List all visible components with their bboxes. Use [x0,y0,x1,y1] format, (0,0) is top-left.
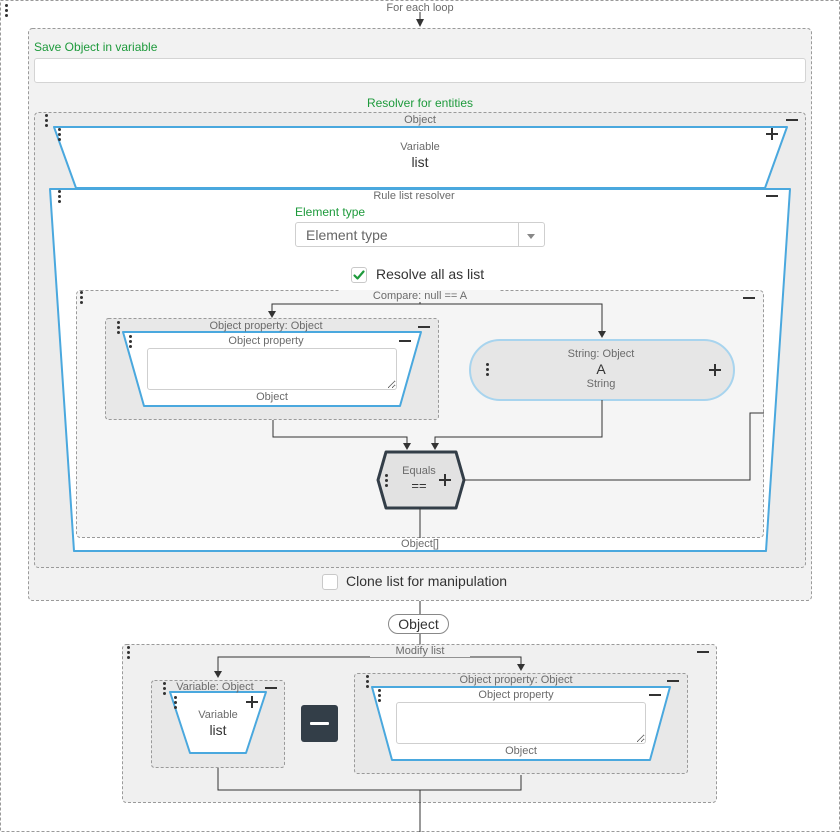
save-variable-input[interactable] [34,58,806,83]
resolver-object-title: Object [404,114,436,126]
minus-operator-button[interactable] [301,705,338,742]
compare-title: Compare: null == A [340,290,500,302]
chevron-down-icon [527,234,535,239]
save-variable-label: Save Object in variable [34,40,158,54]
modify-variable-type: Variable [198,709,238,721]
rule-resolver-output: Object[] [401,538,439,550]
modify-objprop-inner-collapse-icon[interactable] [648,688,662,702]
clone-checkbox[interactable] [322,574,338,590]
string-type: String [586,378,616,390]
modify-objprop-collapse-icon[interactable] [666,674,680,688]
variable-type: Variable [400,141,440,153]
compare-objprop-inner-title: Object property [228,335,304,347]
modify-objprop-input[interactable] [396,702,646,744]
compare-objprop-input[interactable] [147,348,397,390]
modify-variable-add-icon[interactable] [245,695,259,709]
compare-objprop-type: Object [256,391,288,403]
rule-resolver-title: Rule list resolver [373,190,455,202]
modify-variable-inner-menu-icon[interactable] [174,696,178,710]
modify-title: Modify list [370,645,470,657]
compare-objprop-inner-menu-icon[interactable] [129,335,133,349]
resolver-object-collapse-icon[interactable] [785,113,799,127]
resolver-object-menu-icon[interactable] [45,114,49,128]
modify-variable-shape [169,691,267,754]
modify-objprop-title: Object property: Object [459,674,573,686]
modify-objprop-menu-icon[interactable] [366,675,370,689]
modify-objprop-inner-menu-icon[interactable] [378,689,382,703]
equals-add-icon[interactable] [438,473,452,487]
compare-objprop-title: Object property: Object [209,320,323,332]
modify-objprop-inner-title: Object property [478,689,554,701]
resolver-label: Resolver for entities [366,96,474,110]
modify-variable-collapse-icon[interactable] [264,681,278,695]
modify-variable-menu-icon[interactable] [163,682,167,696]
compare-menu-icon[interactable] [80,291,84,305]
foreach-menu-icon[interactable] [5,4,9,18]
compare-connectors [271,292,764,538]
compare-arrowheads [268,311,606,450]
modify-variable-name: list [209,722,227,738]
foreach-title: For each loop [386,2,454,14]
string-title: String: Object [567,348,635,360]
variable-add-icon[interactable] [765,127,779,141]
checkmark-icon [353,270,365,280]
resolve-all-checkbox[interactable] [351,267,367,283]
compare-objprop-collapse-icon[interactable] [417,320,431,334]
equals-menu-icon[interactable] [385,474,389,488]
compare-collapse-icon[interactable] [742,291,756,305]
variable-name: list [411,154,429,170]
modify-menu-icon[interactable] [127,646,131,660]
equals-hexagon [376,450,466,510]
compare-objprop-inner-collapse-icon[interactable] [398,334,412,348]
string-add-icon[interactable] [708,363,722,377]
resolve-all-label: Resolve all as list [376,266,485,282]
modify-objprop-type: Object [505,745,537,757]
compare-objprop-menu-icon[interactable] [117,321,121,335]
element-type-value: Element type [306,227,388,243]
rule-resolver-menu-icon[interactable] [58,190,62,204]
string-value: A [596,361,606,377]
modify-variable-title: Variable: Object [176,681,254,693]
variable-menu-icon[interactable] [58,128,62,142]
rule-resolver-collapse-icon[interactable] [765,189,779,203]
modify-collapse-icon[interactable] [696,645,710,659]
element-type-label: Element type [295,205,366,219]
clone-label: Clone list for manipulation [346,573,508,589]
object-output-pill: Object [388,614,449,634]
equals-op: == [411,478,427,493]
string-menu-icon[interactable] [486,363,490,377]
element-type-select[interactable]: Element type [295,222,545,247]
equals-title: Equals [402,465,436,477]
